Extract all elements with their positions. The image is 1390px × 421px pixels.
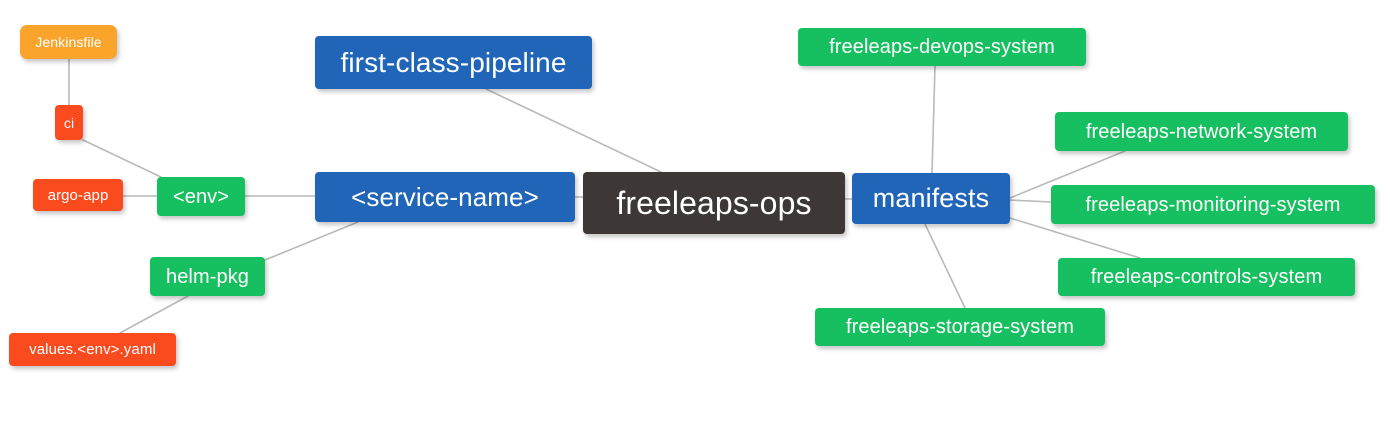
node-label: values.<env>.yaml [29,341,156,358]
node-label: argo-app [47,186,109,204]
node-label: freeleaps-storage-system [845,316,1075,338]
edge-helm-pkg-to-values-env-yaml [119,295,189,334]
edge-ci-to-env [82,139,162,178]
node-values-env-yaml[interactable]: values.<env>.yaml [9,333,176,366]
node-manifests[interactable]: manifests [852,173,1010,224]
node-env[interactable]: <env> [157,177,245,216]
node-freeleaps-network-system[interactable]: freeleaps-network-system [1055,112,1348,151]
node-ci[interactable]: ci [55,105,83,140]
node-label: manifests [872,183,990,213]
edge-manifests-to-freeleaps-devops-system [931,65,936,174]
node-label: Jenkinsfile [35,34,102,50]
node-label: freeleaps-controls-system [1090,266,1323,288]
node-freeleaps-monitoring-system[interactable]: freeleaps-monitoring-system [1051,185,1375,224]
node-label: freeleaps-network-system [1085,120,1318,143]
node-label: <env> [172,185,230,208]
node-label: <service-name> [351,182,539,212]
edge-first-class-pipeline-to-freeleaps-ops [485,88,662,173]
node-freeleaps-devops-system[interactable]: freeleaps-devops-system [798,28,1086,66]
edge-manifests-to-freeleaps-monitoring-system [1009,199,1052,203]
node-label: freeleaps-devops-system [829,36,1055,58]
node-freeleaps-controls-system[interactable]: freeleaps-controls-system [1058,258,1355,296]
edge-manifests-to-freeleaps-controls-system [1009,217,1141,259]
node-label: freeleaps-ops [616,185,812,221]
node-freeleaps-storage-system[interactable]: freeleaps-storage-system [815,308,1105,346]
node-helm-pkg[interactable]: helm-pkg [150,257,265,296]
node-freeleaps-ops[interactable]: freeleaps-ops [583,172,845,234]
node-label: first-class-pipeline [340,46,567,78]
node-first-class-pipeline[interactable]: first-class-pipeline [315,36,592,89]
node-jenkinsfile[interactable]: Jenkinsfile [20,25,117,59]
node-service-name[interactable]: <service-name> [315,172,575,222]
node-argo-app[interactable]: argo-app [33,179,123,211]
edge-service-name-to-helm-pkg [264,221,359,261]
node-label: freeleaps-monitoring-system [1085,193,1341,216]
node-label: helm-pkg [165,265,250,288]
edge-manifests-to-freeleaps-storage-system [924,223,966,309]
node-label: ci [63,114,75,131]
